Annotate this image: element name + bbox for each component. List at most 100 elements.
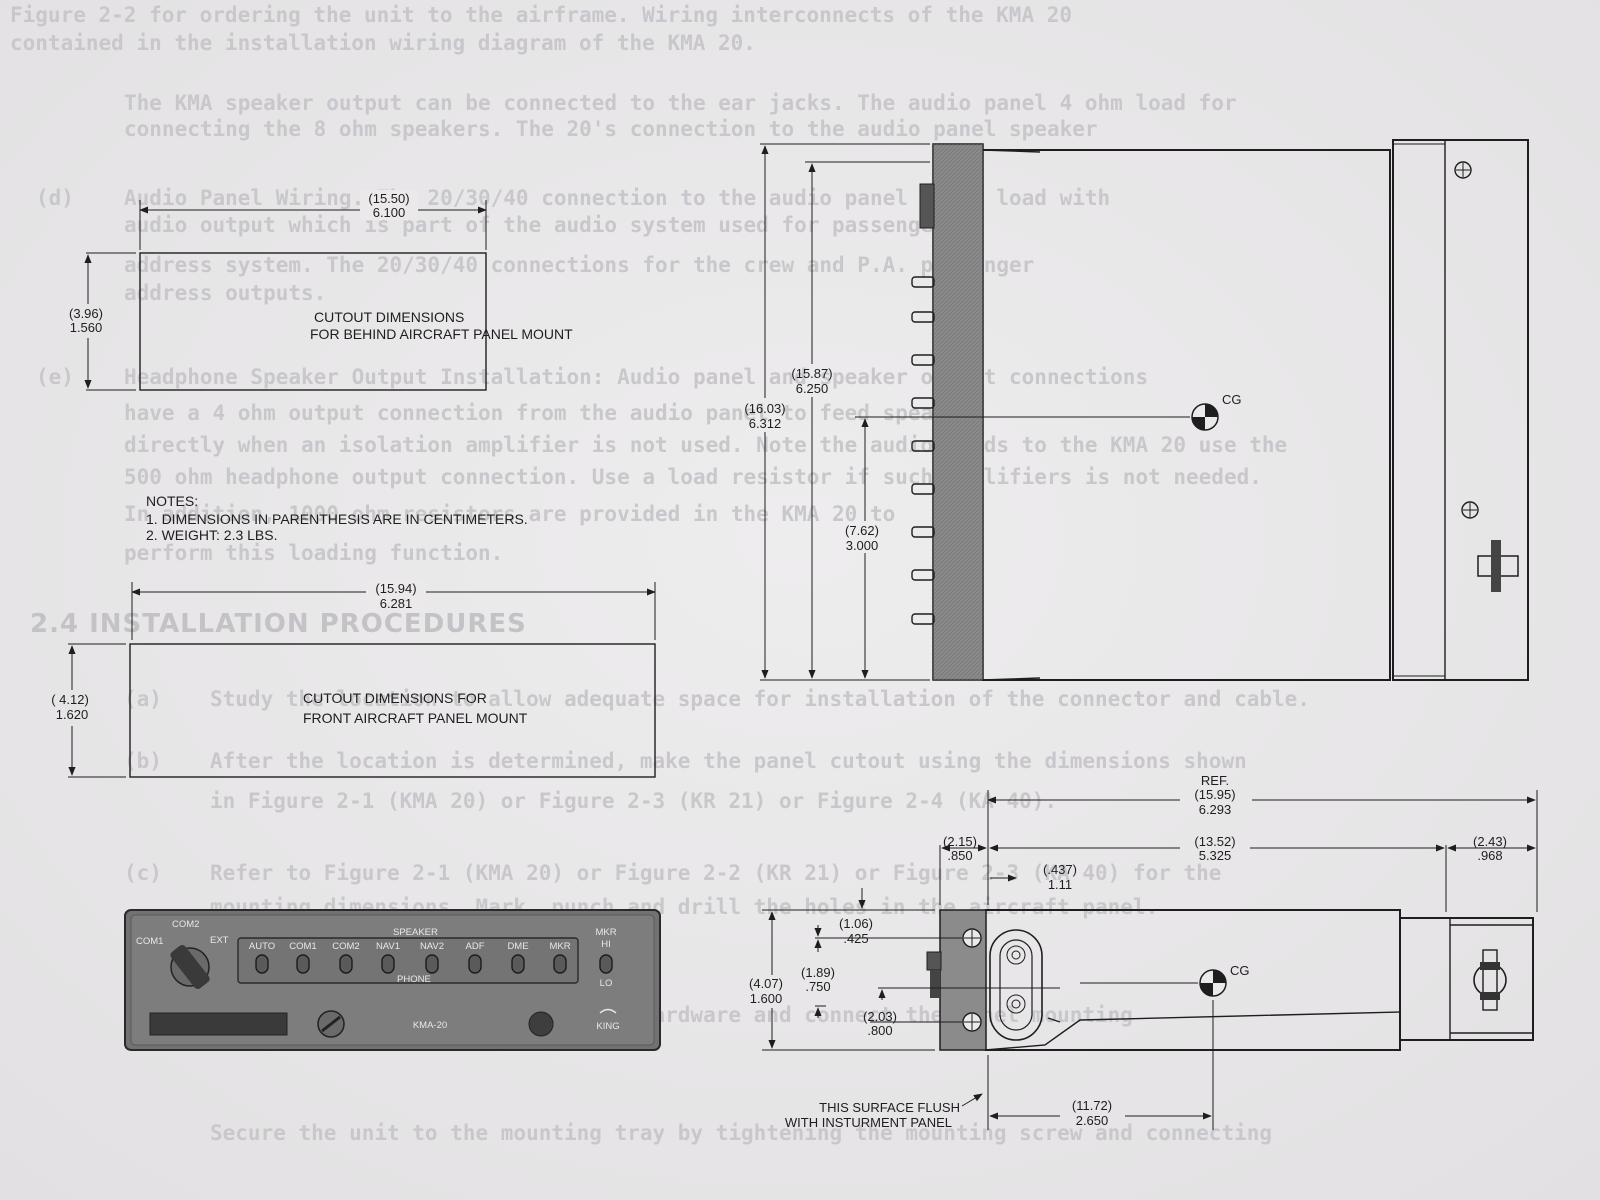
height-cm: (3.96)	[69, 306, 103, 321]
width-in: 6.281	[380, 596, 413, 611]
phone-label: PHONE	[397, 974, 431, 985]
overall-in: 6.293	[1199, 802, 1232, 817]
cutout-front-outline	[129, 643, 656, 778]
clamp-icon	[1477, 540, 1519, 592]
cutout-front-mount: (15.94) 6.281 ( 4.12) 1.620 CUTOUT DIMEN…	[51, 580, 656, 778]
model-label: KMA-20	[413, 1020, 447, 1031]
height-cm: ( 4.12)	[51, 692, 89, 707]
inner-cm: (15.87)	[791, 366, 832, 381]
switch-label-dme: DME	[507, 941, 528, 952]
cg-symbol	[1191, 403, 1219, 431]
ghost-line: The KMA speaker output can be connected …	[124, 91, 1237, 115]
screw-icon	[962, 1012, 982, 1032]
screw-icon	[1461, 501, 1479, 519]
ghost-line: Refer to Figure 2-1 (KMA 20) or Figure 2…	[210, 861, 1221, 885]
height-cm: (4.07)	[749, 976, 783, 991]
ghost-line: After the location is determined, make t…	[210, 749, 1247, 773]
cg-cm: (11.72)	[1072, 1098, 1112, 1113]
unit-body-edge	[981, 149, 1041, 681]
switch-label-nav1: NAV1	[376, 941, 400, 952]
ghost-heading: 2.4 INSTALLATION PROCEDURES	[30, 609, 527, 639]
ghost-line: Figure 2-2 for ordering the unit to the …	[10, 3, 1072, 27]
notes: NOTES: 1. DIMENSIONS IN PARENTHESIS ARE …	[146, 493, 528, 543]
h2-cm: (1.89)	[801, 965, 835, 980]
cg-cm: (7.62)	[845, 523, 879, 538]
ghost-line: Study the location to allow adequate spa…	[210, 687, 1310, 711]
selector-label-ext: EXT	[210, 935, 229, 946]
screw-icon	[962, 928, 982, 948]
note-1: 1. DIMENSIONS IN PARENTHESIS ARE IN CENT…	[146, 511, 528, 527]
width-cm: (15.50)	[368, 191, 409, 206]
side-rear-tray	[1399, 917, 1534, 1041]
h3-in: .800	[867, 1023, 892, 1038]
height-in: 1.620	[56, 707, 89, 722]
ghost-marker: (e)	[36, 365, 74, 389]
ghost-line: perform this loading function.	[124, 541, 503, 565]
cutout-rear-label-2: FOR BEHIND AIRCRAFT PANEL MOUNT	[310, 326, 573, 342]
overall-cm: (15.95)	[1194, 787, 1235, 802]
ghost-line: have a 4 ohm output connection from the …	[124, 401, 971, 425]
switch-bank	[237, 937, 579, 984]
toggle-switches	[255, 954, 613, 974]
photocell-icon	[528, 1011, 554, 1037]
cg-in: 2.650	[1076, 1113, 1109, 1128]
side-body-chamfer	[984, 1011, 1401, 1051]
switch-label-adf: ADF	[466, 941, 485, 952]
rear-connector-tray	[1392, 139, 1529, 681]
h3-cm: (2.03)	[863, 1009, 897, 1024]
mkr-label: MKR	[595, 927, 616, 938]
cg-symbol	[1199, 969, 1227, 997]
audio-selector-knob	[170, 944, 210, 990]
h1-cm: (1.06)	[839, 916, 873, 931]
unit-top-view: CG (16.03) 6.312 (15.87) 6.250 (7.62) 3.…	[744, 139, 1529, 681]
switch-label-com2: COM2	[332, 941, 359, 952]
ghost-line: address system. The 20/30/40 connections…	[124, 253, 1034, 277]
cg-label: CG	[1230, 963, 1250, 978]
mkr-hi-label: HI	[601, 939, 611, 950]
switch-label-com1: COM1	[289, 941, 316, 952]
unit-side-view: CG REF. (15.95) 6.293 (2.15) .850 (13.52…	[749, 773, 1538, 1130]
front-cm: (2.15)	[943, 834, 977, 849]
ghost-line: directly when an isolation amplifier is …	[124, 433, 1287, 457]
clamp-icon	[1473, 949, 1507, 1011]
knob-cm: (.437)	[1043, 862, 1077, 877]
volume-screw-icon	[317, 1010, 345, 1038]
switch-label-auto: AUTO	[249, 941, 275, 952]
body-cm: (13.52)	[1194, 834, 1235, 849]
inner-in: 6.250	[796, 381, 829, 396]
speaker-label: SPEAKER	[393, 927, 438, 938]
ghost-marker: (d)	[36, 186, 74, 210]
height-in: 1.600	[750, 991, 783, 1006]
cutout-rear-mount: (15.50) 6.100 (3.96) 1.560 CUTOUT DIMENS…	[69, 190, 573, 391]
unit-body-outline	[982, 149, 1391, 681]
front-in: .850	[947, 848, 972, 863]
ghost-marker: (c)	[124, 861, 162, 885]
note-2: 2. WEIGHT: 2.3 LBS.	[146, 527, 278, 543]
mkr-lo-label: LO	[600, 978, 613, 989]
side-knob	[926, 951, 942, 971]
ghost-line: Secure the unit to the mounting tray by …	[210, 1121, 1272, 1145]
height-in: 1.560	[70, 320, 103, 335]
ghost-line: audio output which is part of the audio …	[124, 213, 946, 237]
display-window	[149, 1012, 288, 1036]
h2-in: .750	[805, 979, 830, 994]
bleed-through-text: Figure 2-2 for ordering the unit to the …	[10, 3, 1310, 1145]
knob-in: 1.11	[1048, 877, 1072, 892]
width-in: 6.100	[373, 205, 406, 220]
selector-label-com1: COM1	[136, 936, 163, 947]
king-logo-icon	[599, 1008, 617, 1014]
cutout-front-label-1: CUTOUT DIMENSIONS FOR	[303, 690, 487, 706]
overall-cm: (16.03)	[744, 401, 785, 416]
cutout-front-label-2: FRONT AIRCRAFT PANEL MOUNT	[303, 710, 528, 726]
ghost-line: In addition, 1000 ohm resistors are prov…	[124, 502, 895, 526]
switch-label-mkr: MKR	[549, 941, 570, 952]
notes-title: NOTES:	[146, 493, 198, 509]
ref-label: REF.	[1201, 773, 1229, 788]
ghost-line: connecting the 8 ohm speakers. The 20's …	[124, 117, 1098, 141]
ghost-line: Headphone Speaker Output Installation: A…	[124, 365, 1148, 389]
switch-label-nav2: NAV2	[420, 941, 444, 952]
ghost-line: in Figure 2-1 (KMA 20) or Figure 2-3 (KR…	[210, 789, 1057, 813]
cutout-rear-outline	[139, 252, 487, 391]
cg-in: 3.000	[846, 538, 879, 553]
